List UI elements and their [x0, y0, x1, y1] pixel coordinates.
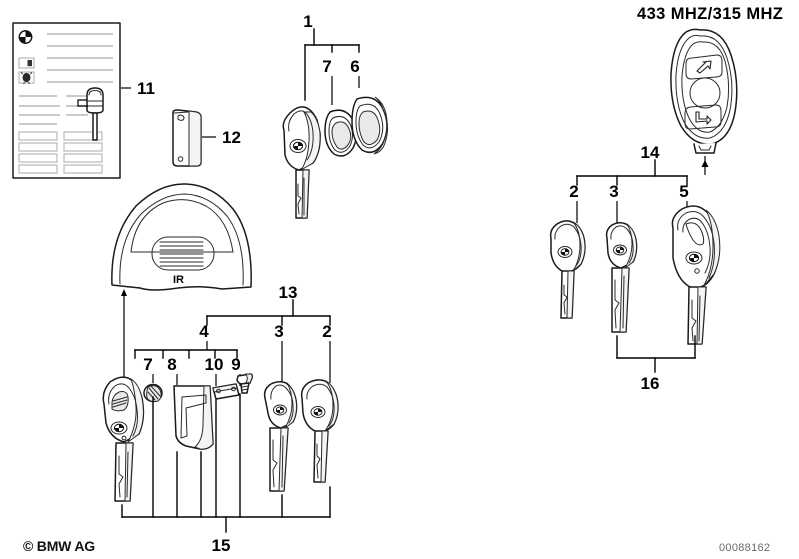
bracket-group-15: 15 [121, 393, 331, 555]
seal-cap [351, 96, 389, 155]
transmitter-module [172, 109, 202, 167]
callout-3-top-label: 3 [609, 182, 618, 201]
owner-info-card [12, 22, 121, 179]
key-transponder-3 [605, 221, 638, 333]
seal-ring [324, 109, 358, 157]
callout-2-mid-label: 2 [322, 322, 331, 341]
person-icon [18, 71, 35, 85]
callout-6-label: 6 [350, 57, 359, 76]
bracket-group-4-sub: 7 8 10 9 [134, 349, 241, 386]
bmw-logo-key3 [615, 246, 625, 254]
callout-11: 11 [121, 79, 155, 98]
ir-leader [121, 289, 127, 380]
master-key [282, 106, 321, 219]
mounting-plate-10 [212, 383, 240, 400]
key-transponder-3-lower [263, 380, 298, 492]
card-key-illustration [77, 87, 104, 141]
callout-12: 12 [202, 128, 241, 147]
document-icon [18, 57, 35, 69]
ir-key-4 [102, 376, 145, 502]
callout-4-label: 4 [199, 322, 209, 341]
ir-text-label: IR [173, 274, 184, 286]
bmw-logo-key3-lower [275, 406, 285, 414]
copyright-label: © BMW AG [23, 538, 95, 554]
callout-2-top-label: 2 [569, 182, 578, 201]
ir-window [111, 391, 129, 412]
bmw-logo-key4 [113, 423, 125, 433]
callout-7-bot-label: 7 [143, 355, 152, 374]
bmw-logo-key2 [560, 248, 570, 256]
card-text-lines-left [19, 95, 60, 125]
card-text-lines-top [47, 33, 113, 83]
callout-15-label: 15 [212, 536, 231, 555]
callout-7-top-label: 7 [322, 57, 331, 76]
fastening-screw-9 [236, 373, 253, 394]
callout-11-label: 11 [137, 79, 155, 98]
bracket-group-16: 16 [616, 335, 696, 393]
bmw-logo-key5 [688, 253, 700, 263]
seal-ring-lower [143, 383, 163, 403]
ir-receiver-housing: IR [111, 183, 252, 291]
callout-3-mid-label: 3 [274, 322, 283, 341]
bracket-group-13: 13 4 3 2 [199, 283, 332, 385]
callout-10-label: 10 [205, 355, 224, 374]
callout-16-label: 16 [641, 374, 660, 393]
callout-12-label: 12 [222, 128, 241, 147]
callout-8-label: 8 [167, 355, 176, 374]
callout-13-label: 13 [279, 283, 298, 302]
radio-remote-control [670, 28, 738, 154]
remote-key-5 [671, 205, 721, 345]
callout-9-label: 9 [231, 355, 240, 374]
part-number-label: 00088162 [719, 542, 770, 554]
card-field-boxes [18, 131, 103, 174]
callout-5-label: 5 [679, 182, 688, 201]
key-blank-2-lower [300, 379, 339, 483]
bracket-group-1: 1 7 6 [303, 12, 360, 105]
callout-14-label: 14 [641, 143, 660, 162]
bmw-logo-key2-lower [313, 408, 323, 416]
retaining-clip-8 [173, 385, 214, 450]
callout-1-label: 1 [303, 12, 312, 31]
bmw-roundel-icon [18, 30, 33, 44]
key-blank-2 [549, 220, 586, 319]
ir-grille [159, 241, 204, 267]
bmw-logo-key1 [292, 141, 304, 151]
frequency-label: 433 MHZ/315 MHZ [637, 5, 783, 23]
bracket-group-14: 14 2 3 5 [569, 143, 709, 224]
